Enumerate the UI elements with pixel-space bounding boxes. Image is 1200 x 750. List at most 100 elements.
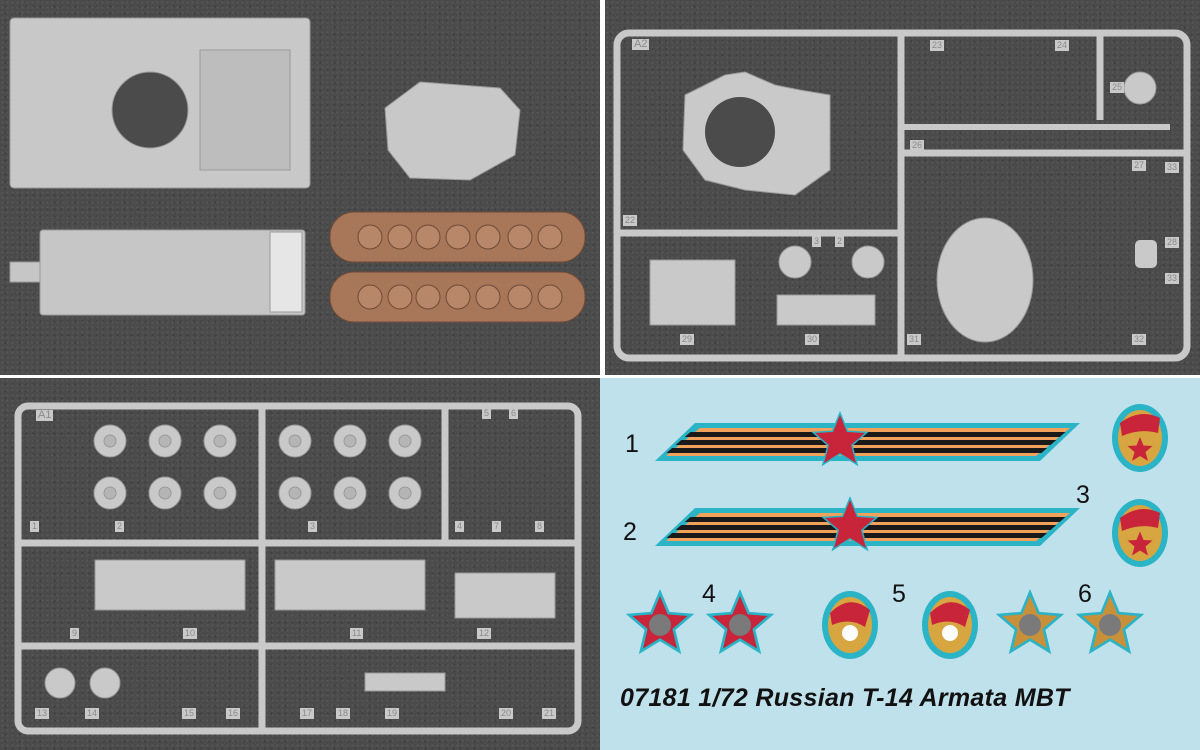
wheel-hub (213, 434, 227, 448)
sprue-a1-photo: A1 1 2 3 4 5 6 7 8 9 10 11 12 13 14 15 1… (0, 378, 600, 750)
decal-number-2: 2 (623, 518, 637, 546)
box-part (454, 572, 556, 619)
side-skirt-part (274, 559, 426, 611)
road-wheel (507, 284, 533, 310)
wheel-part (778, 245, 812, 279)
part-number: 3 (812, 236, 822, 247)
part-number: 4 (455, 521, 465, 532)
wheel-hub (158, 434, 172, 448)
part-number: 2 (115, 521, 125, 532)
wheel-hub (158, 486, 172, 500)
wheel-hub (288, 486, 302, 500)
medal-center (842, 625, 858, 641)
lower-hull (9, 229, 306, 316)
part-number: 33 (1165, 273, 1180, 284)
wheel-hub (398, 434, 412, 448)
decal-number-3: 3 (1076, 481, 1090, 509)
part-number: 3 (308, 521, 318, 532)
medal-banner (830, 602, 870, 627)
decal-drawing (625, 404, 1168, 659)
sprue-a1-drawing (14, 402, 582, 735)
medal-center (942, 625, 958, 641)
grille-part (776, 294, 876, 326)
part-number: 31 (907, 334, 922, 345)
wheel-hub (288, 434, 302, 448)
part-number: 6 (509, 408, 519, 419)
stowage-part (649, 259, 736, 326)
medal-center (1099, 614, 1121, 636)
sprue-a2-drawing (613, 29, 1191, 362)
part-number: 17 (300, 708, 315, 719)
medal-center (1019, 614, 1041, 636)
road-wheel (387, 224, 413, 250)
sprocket-part (89, 667, 121, 699)
guards-badge-decal (1112, 499, 1168, 567)
wheel-hub (103, 486, 117, 500)
part-number: 21 (542, 708, 557, 719)
kit-title: 07181 1/72 Russian T-14 Armata MBT (620, 684, 1070, 712)
part-number: 13 (35, 708, 50, 719)
decal-sheet: 1 2 3 4 5 6 07181 1/72 Russian T-14 Arma… (600, 378, 1200, 750)
part-number: 18 (336, 708, 351, 719)
part-number: 28 (1165, 237, 1180, 248)
wheel-part (851, 245, 885, 279)
road-wheel (475, 224, 501, 250)
road-wheel (415, 284, 441, 310)
medal-center (649, 614, 671, 636)
road-wheel (387, 284, 413, 310)
road-wheel (537, 284, 563, 310)
sprocket-part (44, 667, 76, 699)
decal-number-5: 5 (892, 580, 906, 608)
road-wheel (507, 224, 533, 250)
road-wheel (445, 224, 471, 250)
decal-ribbon-1 (655, 413, 1080, 465)
part-number: 22 (623, 215, 638, 226)
upper-hull (9, 17, 311, 189)
part-number: 15 (182, 708, 197, 719)
medal-banner (930, 602, 970, 627)
part-number: 8 (535, 521, 545, 532)
decal-number-1: 1 (625, 430, 639, 458)
part-number: 24 (1055, 40, 1070, 51)
side-skirt-part (94, 559, 246, 611)
hull-parts-drawing (9, 17, 586, 323)
part-number: 9 (70, 628, 80, 639)
road-wheel (357, 224, 383, 250)
road-wheel (445, 284, 471, 310)
wheel-hub (213, 486, 227, 500)
part-number: 23 (930, 40, 945, 51)
road-wheel (415, 224, 441, 250)
part-number: 7 (492, 521, 502, 532)
guards-badge-decal (1112, 404, 1168, 472)
sprue-letter: A2 (632, 38, 650, 50)
part-number: 2 (835, 236, 845, 247)
road-wheel (537, 224, 563, 250)
decal-number-6: 6 (1078, 580, 1092, 608)
part-number: 5 (482, 408, 492, 419)
part-number: 33 (1165, 162, 1180, 173)
turret (384, 81, 521, 181)
wheel-hub (343, 486, 357, 500)
sprue-a2-photo: A2 22 23 24 25 26 27 33 28 33 29 30 31 3… (605, 0, 1200, 375)
decal-ribbon-2 (655, 498, 1080, 550)
part-number: 14 (85, 708, 100, 719)
decal-number-4: 4 (702, 580, 716, 608)
road-wheel (357, 284, 383, 310)
wheel-hub (398, 486, 412, 500)
medal-center (729, 614, 751, 636)
part-number: 16 (226, 708, 241, 719)
turret-ring-part (936, 217, 1034, 343)
sprue-letter: A1 (36, 409, 54, 421)
part-number: 19 (385, 708, 400, 719)
part-number: 20 (499, 708, 514, 719)
part-number: 26 (910, 140, 925, 151)
part-number: 27 (1132, 160, 1147, 171)
part-number: 12 (477, 628, 492, 639)
part-number: 32 (1132, 334, 1147, 345)
wheel-hub (103, 434, 117, 448)
part-number: 30 (805, 334, 820, 345)
part-number: 25 (1110, 82, 1125, 93)
wheel-hub (343, 434, 357, 448)
part-number: 10 (183, 628, 198, 639)
hull-parts-photo (0, 0, 600, 375)
